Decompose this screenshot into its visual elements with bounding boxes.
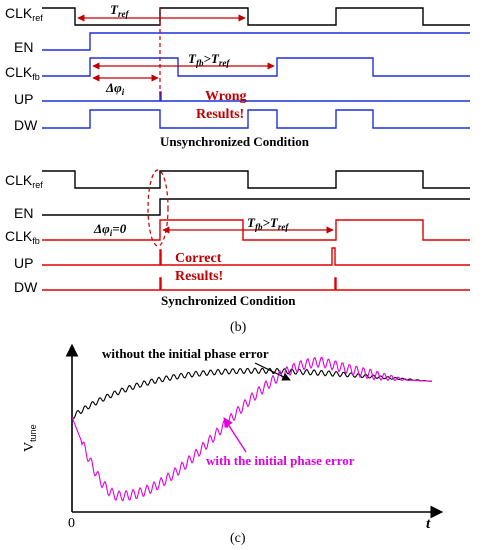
sync-clkref-label: CLKref [5, 172, 43, 190]
sync-alignment-ellipse [147, 169, 169, 247]
sync-clkref-wave [42, 170, 470, 189]
unsync-delta-phi-label: Δφi [105, 80, 125, 97]
sync-dw-label: DW [14, 279, 38, 295]
sync-clkfb-wave [42, 219, 470, 241]
sync-diagram: CLKref EN CLKfb UP DW Tfb>Tref Δφi=0 Cor… [5, 169, 470, 335]
sync-correct-text-2: Results! [175, 269, 223, 284]
magenta-curve-with-initial-error [71, 356, 432, 502]
sync-dw-wave [42, 277, 470, 291]
origin-label: 0 [68, 516, 75, 531]
sync-en-label: EN [14, 205, 33, 221]
magenta-curve-label: with the initial phase error [206, 453, 355, 468]
magenta-curve-pointer [223, 417, 247, 453]
unsync-wrong-text-1: Wrong [205, 89, 247, 104]
sync-caption: Synchronized Condition [161, 293, 296, 308]
unsync-dw-label: DW [14, 117, 38, 133]
unsync-tfb-label: Tfb>Tref [188, 51, 230, 68]
unsync-caption: Unsynchronized Condition [160, 134, 310, 149]
sync-tfb-label: Tfb>Tref [247, 215, 289, 232]
sync-delta-phi-label: Δφi=0 [93, 221, 127, 238]
black-curve-label: without the initial phase error [102, 346, 269, 361]
unsync-tref-label: Tref [110, 2, 129, 19]
unsync-clkref-wave [42, 7, 470, 26]
unsync-up-label: UP [14, 91, 33, 107]
sync-up-label: UP [14, 255, 33, 271]
unsync-clkref-label: CLKref [5, 5, 43, 23]
unsync-clkfb-wave [42, 57, 470, 77]
vtune-plot: 0 t Vtune without the initial phase erro… [22, 343, 444, 546]
panel-label-c: (c) [230, 531, 246, 546]
y-axis-label: Vtune [22, 424, 38, 452]
sync-en-wave [42, 198, 470, 216]
unsync-wrong-text-2: Results! [196, 107, 244, 122]
unsync-en-label: EN [14, 39, 33, 55]
sync-clkfb-label: CLKfb [5, 228, 40, 246]
unsync-dw-wave [42, 109, 470, 129]
unsync-en-wave [42, 32, 470, 51]
black-curve-pointer [254, 362, 291, 381]
unsync-clkfb-label: CLKfb [5, 64, 40, 82]
unsync-diagram: CLKref EN CLKfb UP DW Tref Tfb>Tref Δφi … [5, 2, 470, 149]
sync-up-wave [42, 247, 470, 266]
panel-label-b: (b) [230, 320, 247, 335]
x-axis-label: t [426, 516, 431, 532]
sync-correct-text-1: Correct [175, 251, 222, 266]
